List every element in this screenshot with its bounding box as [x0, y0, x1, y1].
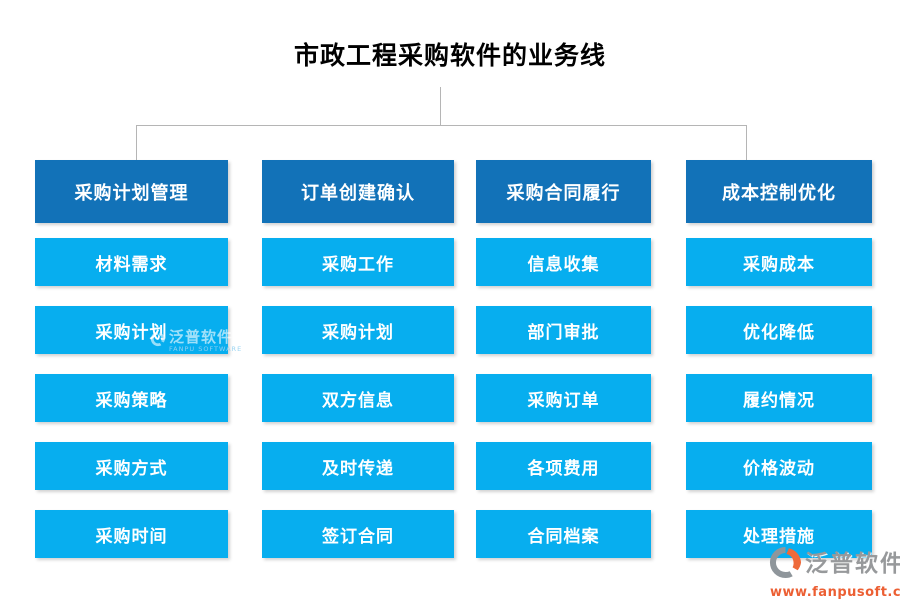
fanpu-footer-logo: 泛普软件 www.fanpusoft.com — [768, 545, 900, 599]
column-purchase-contract-performance: 采购合同履行 信息收集 部门审批 采购订单 各项费用 合同档案 — [476, 160, 651, 578]
node-box: 各项费用 — [476, 442, 651, 490]
connector-horizontal — [136, 125, 747, 126]
node-box: 采购方式 — [35, 442, 228, 490]
column-cost-control-optimization: 成本控制优化 采购成本 优化降低 履约情况 价格波动 处理措施 — [686, 160, 872, 578]
connector-title-stub — [440, 87, 441, 125]
node-box: 合同档案 — [476, 510, 651, 558]
node-box: 采购时间 — [35, 510, 228, 558]
node-box: 双方信息 — [262, 374, 454, 422]
node-box: 采购计划 — [262, 306, 454, 354]
footer-url-text: www.fanpusoft.com — [770, 585, 900, 600]
node-box: 价格波动 — [686, 442, 872, 490]
node-box: 信息收集 — [476, 238, 651, 286]
node-box: 采购订单 — [476, 374, 651, 422]
column-header: 采购合同履行 — [476, 160, 651, 223]
connector-drop-left — [136, 125, 137, 161]
fanpu-logo-icon — [768, 545, 803, 584]
node-box: 采购成本 — [686, 238, 872, 286]
node-box: 材料需求 — [35, 238, 228, 286]
node-box: 履约情况 — [686, 374, 872, 422]
column-header: 成本控制优化 — [686, 160, 872, 223]
connector-drop-right — [746, 125, 747, 161]
node-box: 签订合同 — [262, 510, 454, 558]
footer-brand-text: 泛普软件 — [805, 551, 900, 577]
node-box: 及时传递 — [262, 442, 454, 490]
node-box: 采购工作 — [262, 238, 454, 286]
column-header: 订单创建确认 — [262, 160, 454, 223]
node-box: 部门审批 — [476, 306, 651, 354]
node-box: 采购策略 — [35, 374, 228, 422]
column-procurement-plan-management: 采购计划管理 材料需求 采购计划 采购策略 采购方式 采购时间 — [35, 160, 228, 578]
column-header: 采购计划管理 — [35, 160, 228, 223]
column-order-creation-confirmation: 订单创建确认 采购工作 采购计划 双方信息 及时传递 签订合同 — [262, 160, 454, 578]
node-box: 优化降低 — [686, 306, 872, 354]
page-title: 市政工程采购软件的业务线 — [293, 41, 606, 70]
node-box: 采购计划 — [35, 306, 228, 354]
